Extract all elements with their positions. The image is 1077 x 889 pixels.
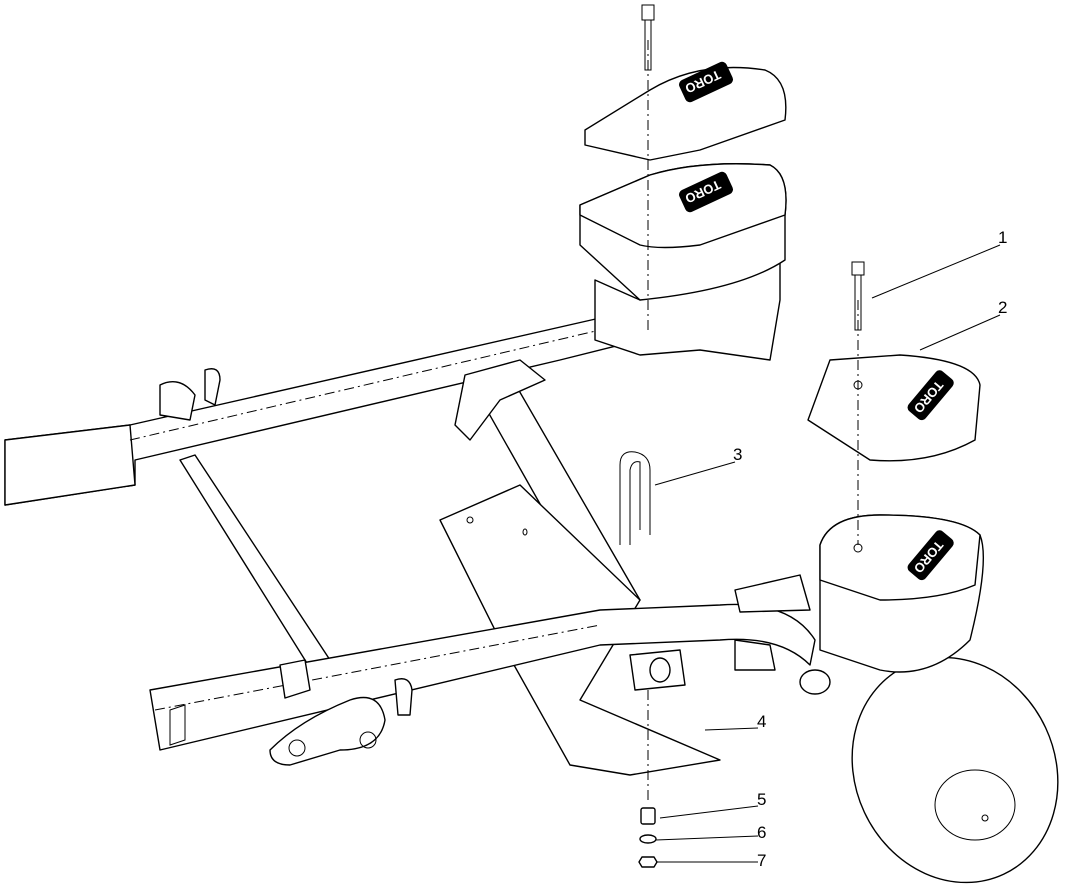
callout-7: 7 — [757, 851, 767, 870]
callout-1: 1 — [998, 228, 1008, 247]
hardware-stack — [638, 690, 658, 868]
caster-wheel — [851, 656, 1059, 884]
leader-lines — [654, 244, 1001, 863]
u-bolt — [619, 451, 651, 545]
callout-6: 6 — [757, 823, 767, 842]
callout-4: 4 — [757, 712, 767, 731]
frame-lower-rail — [149, 574, 831, 766]
frame-upper-rail — [4, 315, 641, 506]
callout-2: 2 — [998, 298, 1008, 317]
callout-5: 5 — [757, 790, 767, 809]
upper-weight-stack: TORO TORO — [579, 4, 787, 361]
right-weight-stack: TORO TORO — [807, 261, 985, 673]
callout-3: 3 — [733, 445, 743, 464]
